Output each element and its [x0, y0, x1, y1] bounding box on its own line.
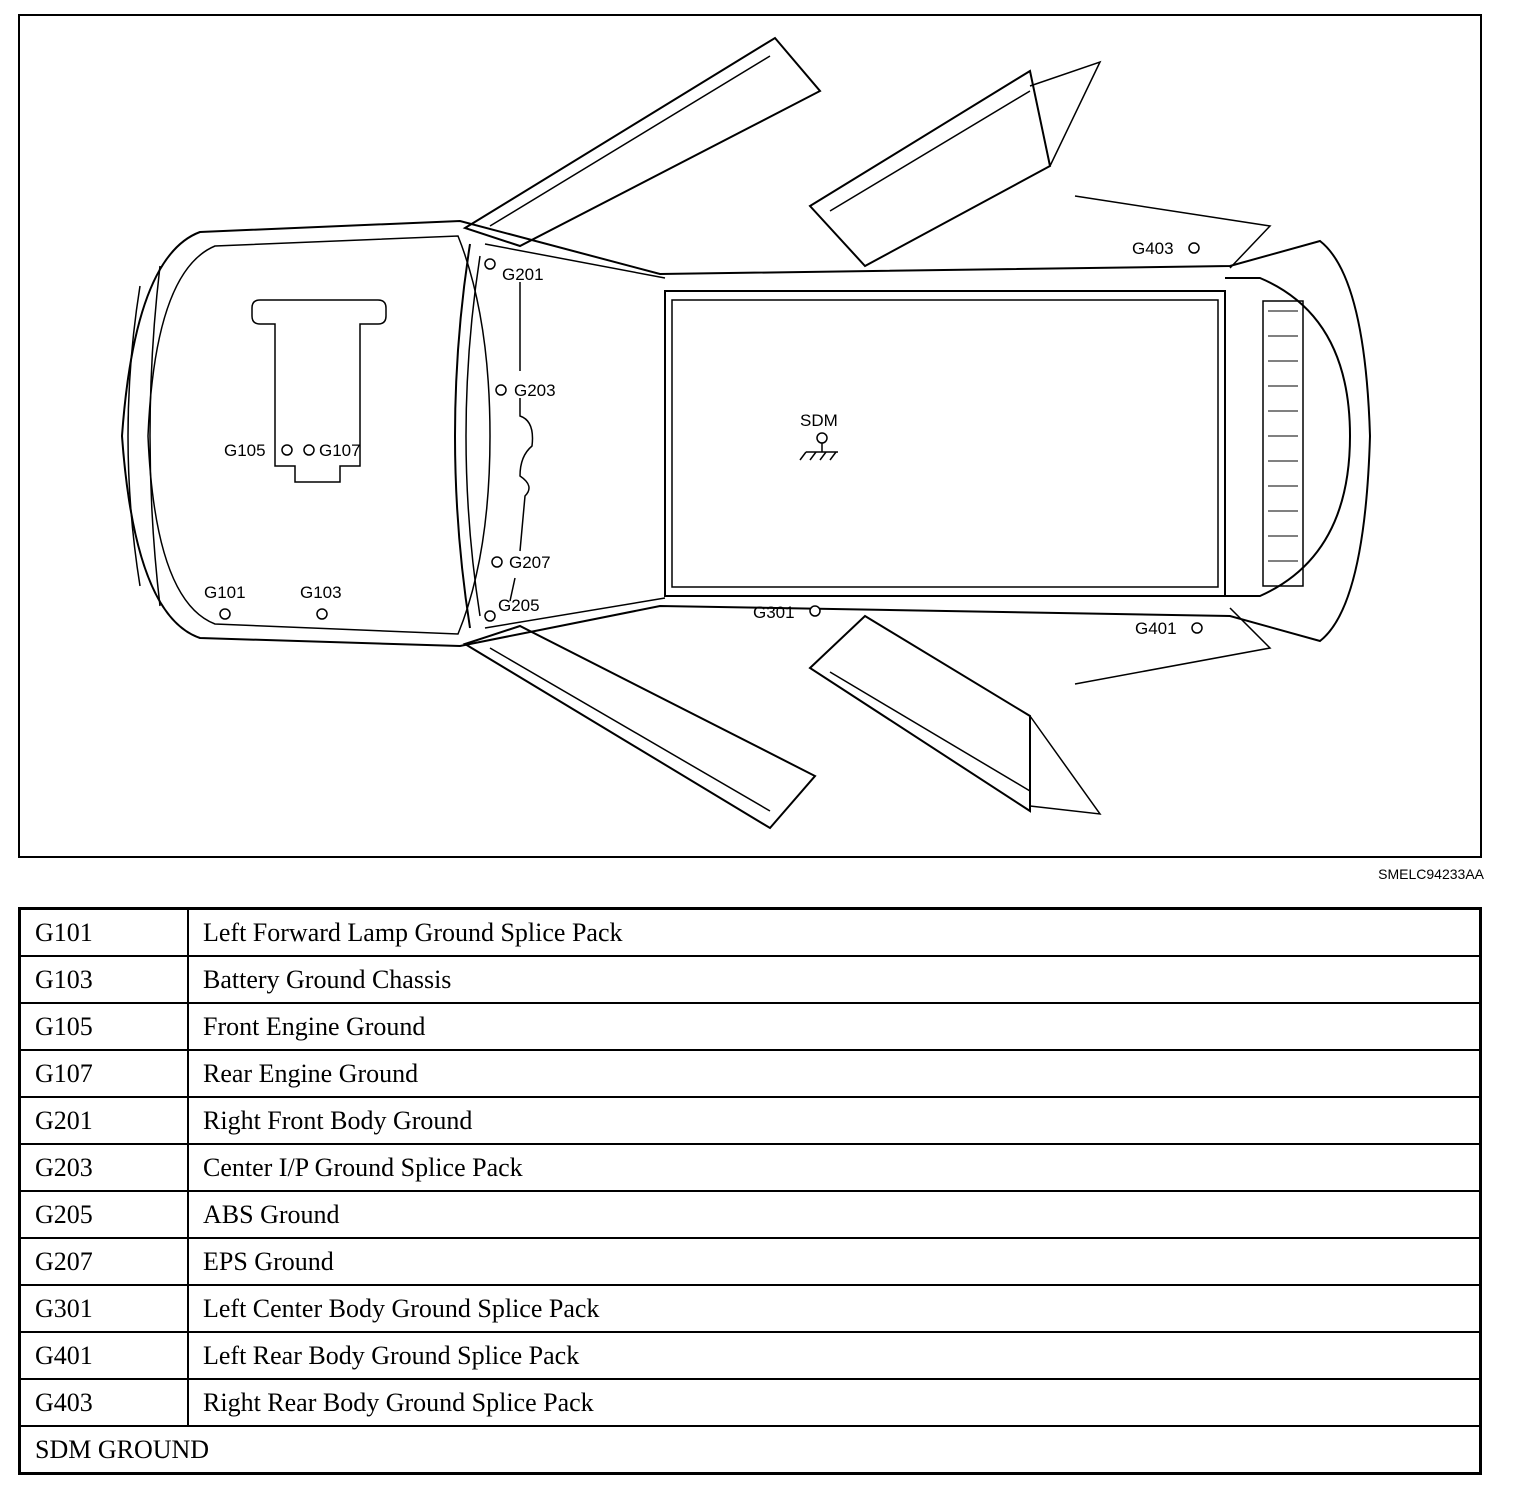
dash-rear-line: [484, 597, 666, 629]
table-row: G103 Battery Ground Chassis: [18, 955, 1482, 1004]
vehicle-top-view: G101 G103 G105 G107 G201 G203 G207 G205 …: [120, 36, 1372, 830]
rear-hatch: [1225, 277, 1352, 597]
ground-code: G401: [18, 1331, 189, 1380]
hood-edge: [149, 265, 161, 607]
ground-description: Right Front Body Ground: [187, 1096, 1482, 1145]
figure-code: SMELC94233AA: [1378, 866, 1484, 882]
left-rear-door-glass: [1029, 60, 1102, 167]
ground-code: G101: [18, 907, 189, 957]
ground-code: G301: [18, 1284, 189, 1333]
front-bumper: [127, 285, 141, 587]
left-front-door-inner: [489, 55, 771, 227]
vehicle-ground-diagram: G101 G103 G105 G107 G201 G203 G207 G205 …: [18, 14, 1482, 858]
ground-description: Right Rear Body Ground Splice Pack: [187, 1378, 1482, 1427]
ground-points: [219, 242, 1203, 634]
ground-code: G203: [18, 1143, 189, 1192]
ground-code: G207: [18, 1237, 189, 1286]
label-g201: G201: [502, 265, 544, 284]
ground-code: G403: [18, 1378, 189, 1427]
sdm-ground-symbol: [799, 443, 838, 461]
label-g205: G205: [498, 596, 540, 615]
ground-description: Left Center Body Ground Splice Pack: [187, 1284, 1482, 1333]
table-row: G207 EPS Ground: [18, 1237, 1482, 1286]
label-g203: G203: [514, 381, 556, 400]
table-row: G101 Left Forward Lamp Ground Splice Pac…: [18, 907, 1482, 957]
roof-panel: [664, 290, 1226, 597]
ground-point-g107: [303, 444, 315, 456]
table-row: G205 ABS Ground: [18, 1190, 1482, 1239]
ground-description: EPS Ground: [187, 1237, 1482, 1286]
table-row: G401 Left Rear Body Ground Splice Pack: [18, 1331, 1482, 1380]
right-rear-door-open: [808, 614, 1031, 813]
sdm-ground-footer: SDM GROUND: [18, 1425, 1482, 1475]
label-g107: G107: [319, 441, 361, 460]
ground-point-g401: [1191, 622, 1203, 634]
right-front-door-inner: [489, 647, 771, 812]
ground-point-g403: [1188, 242, 1200, 254]
ground-code: G201: [18, 1096, 189, 1145]
ground-description: Front Engine Ground: [187, 1002, 1482, 1051]
rear-quarter-left: [1074, 607, 1272, 685]
ground-description: Rear Engine Ground: [187, 1049, 1482, 1098]
splice-connector-lines: [509, 282, 534, 602]
ground-code: G105: [18, 1002, 189, 1051]
ground-point-g103: [316, 608, 328, 620]
left-rear-door-inner: [829, 90, 1031, 212]
ground-description: Battery Ground Chassis: [187, 955, 1482, 1004]
ground-point-g203: [495, 384, 507, 396]
label-g207: G207: [509, 553, 551, 572]
table-row: G201 Right Front Body Ground: [18, 1096, 1482, 1145]
ground-point-g101: [219, 608, 231, 620]
right-front-door-open: [462, 624, 817, 830]
ground-description: ABS Ground: [187, 1190, 1482, 1239]
table-row: G403 Right Rear Body Ground Splice Pack: [18, 1378, 1482, 1427]
label-g103: G103: [300, 583, 342, 602]
ground-code: G103: [18, 955, 189, 1004]
windshield: [454, 243, 471, 629]
rear-window-defroster: [1268, 310, 1298, 562]
label-sdm: SDM: [800, 411, 838, 430]
table-footer-row: SDM GROUND: [18, 1425, 1482, 1475]
vehicle-body-inner-outline: [147, 235, 491, 635]
dash-front-line: [484, 243, 666, 279]
ground-point-g205: [484, 610, 496, 622]
label-g401: G401: [1135, 619, 1177, 638]
label-g105: G105: [224, 441, 266, 460]
table-row: G105 Front Engine Ground: [18, 1002, 1482, 1051]
label-g101: G101: [204, 583, 246, 602]
ground-description: Left Rear Body Ground Splice Pack: [187, 1331, 1482, 1380]
table-row: G301 Left Center Body Ground Splice Pack: [18, 1284, 1482, 1333]
table-row: G107 Rear Engine Ground: [18, 1049, 1482, 1098]
ground-code: G205: [18, 1190, 189, 1239]
ground-point-sdm: [816, 432, 828, 444]
ground-description: Center I/P Ground Splice Pack: [187, 1143, 1482, 1192]
ground-description: Left Forward Lamp Ground Splice Pack: [187, 907, 1482, 957]
right-rear-door-inner: [829, 671, 1031, 792]
ground-legend-table: G101 Left Forward Lamp Ground Splice Pac…: [18, 907, 1482, 1475]
windshield-inner: [465, 255, 481, 617]
roof-panel-inner: [671, 299, 1219, 588]
ground-point-g301: [809, 605, 821, 617]
rear-window: [1262, 300, 1304, 587]
right-rear-door-glass: [1029, 715, 1102, 815]
table-row: G203 Center I/P Ground Splice Pack: [18, 1143, 1482, 1192]
engine-bracket: [251, 299, 387, 483]
ground-code: G107: [18, 1049, 189, 1098]
left-front-door-open: [462, 36, 822, 248]
ground-point-g201: [484, 258, 496, 270]
rear-quarter-right: [1074, 195, 1272, 269]
label-g301: G301: [753, 603, 795, 622]
ground-point-g105: [281, 444, 293, 456]
ground-point-g207: [491, 556, 503, 568]
label-g403: G403: [1132, 239, 1174, 258]
